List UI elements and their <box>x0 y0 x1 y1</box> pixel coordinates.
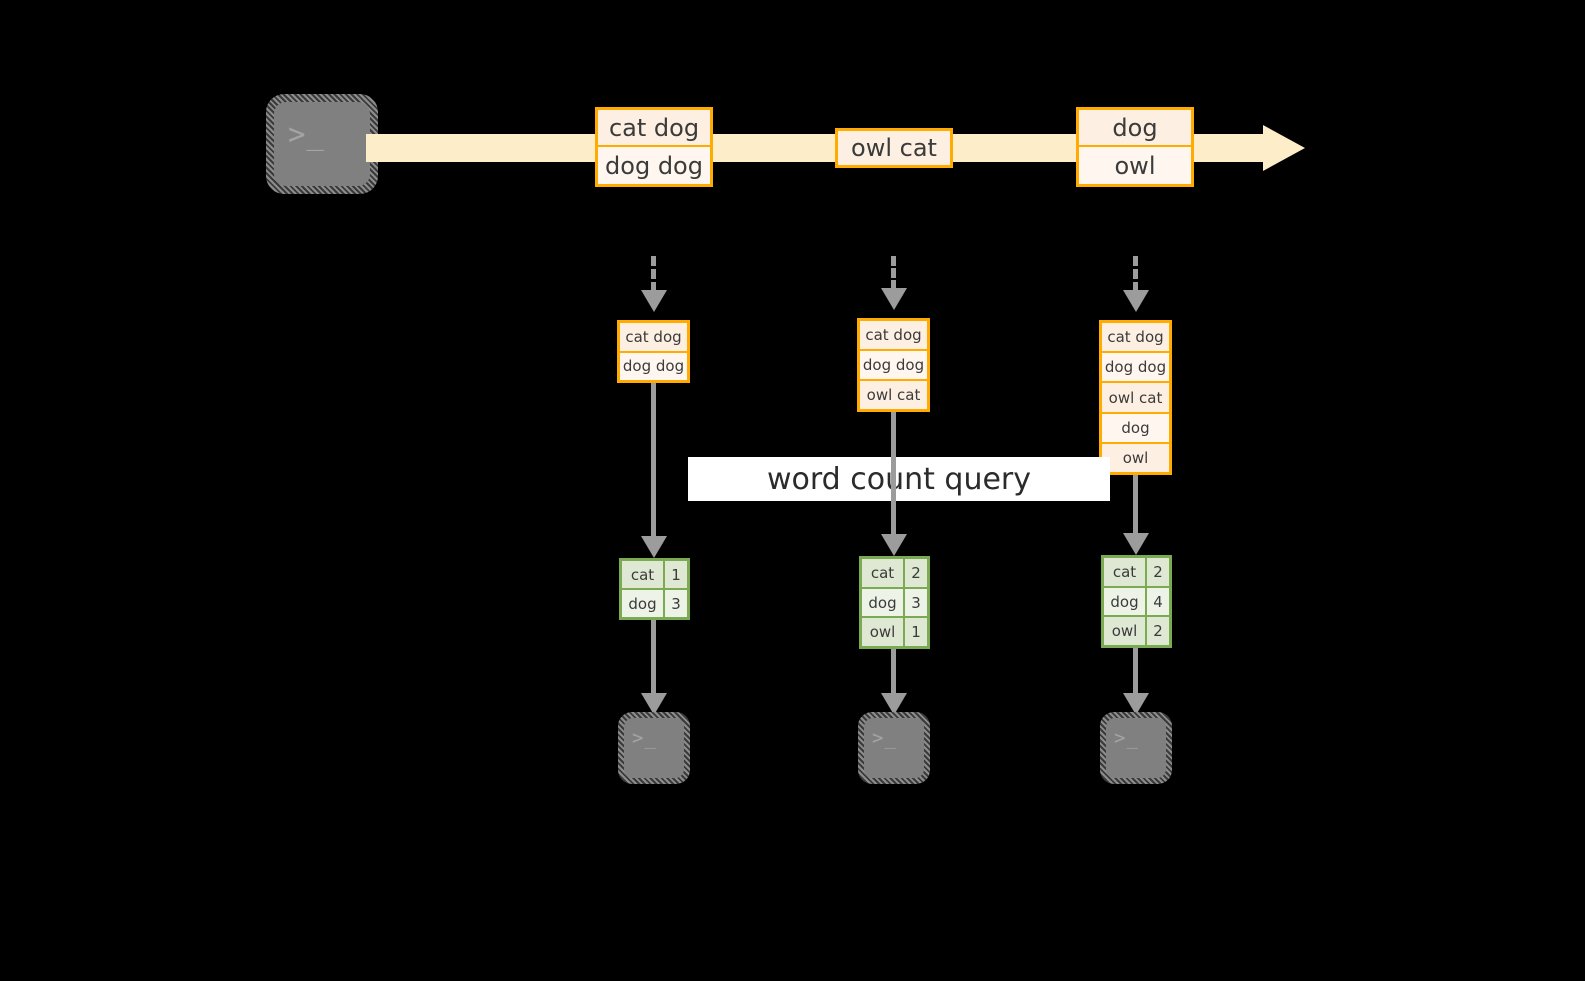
trigger-1-input-to-result-arrowhead <box>641 536 667 558</box>
trigger-2-result-table: cat 2 dog 3 owl 1 <box>859 556 930 649</box>
stream-batch-line: dog <box>1079 110 1191 147</box>
input-row: dog dog <box>1102 353 1169 384</box>
result-count: 1 <box>905 618 927 647</box>
result-word: cat <box>1104 558 1148 586</box>
sink-terminal-prompt: >_ <box>1114 727 1139 749</box>
input-row: owl cat <box>1102 383 1169 414</box>
trigger-1-stream-to-input-arrowhead <box>641 290 667 312</box>
table-row: owl 1 <box>862 618 927 647</box>
result-count: 2 <box>1147 617 1169 646</box>
result-count: 4 <box>1147 587 1169 616</box>
trigger-1-result-to-sink-arrowhead <box>641 693 667 715</box>
stream-batch-3: dog owl <box>1076 107 1194 187</box>
result-word: cat <box>862 559 906 587</box>
trigger-3-stream-to-input-arrowhead <box>1123 290 1149 312</box>
query-banner-label: word count query <box>766 461 1032 497</box>
result-word: dog <box>622 590 666 617</box>
trigger-2-sink-terminal-icon: >_ <box>858 712 930 784</box>
result-count: 3 <box>905 588 927 617</box>
input-row: dog dog <box>620 352 687 380</box>
trigger-3-input-to-result-arrowhead <box>1123 533 1149 555</box>
result-word: dog <box>1104 587 1148 616</box>
input-row: cat dog <box>860 321 927 351</box>
table-row: dog 3 <box>862 588 927 619</box>
result-count: 2 <box>1147 558 1169 586</box>
trigger-2-input-to-result-line <box>891 412 896 536</box>
stream-batch-line: owl cat <box>838 131 950 165</box>
input-row: owl cat <box>860 381 927 409</box>
result-word: dog <box>862 588 906 617</box>
input-row: dog <box>1102 413 1169 444</box>
input-row: dog dog <box>860 351 927 381</box>
stream-batch-2: owl cat <box>835 128 953 168</box>
stream-batch-line: owl <box>1079 147 1191 184</box>
trigger-2-stream-to-input-line <box>891 256 896 290</box>
trigger-1-stream-to-input-line <box>651 256 656 292</box>
trigger-1-input-table: cat dog dog dog <box>617 320 690 383</box>
trigger-1-input-to-result-line <box>651 383 656 538</box>
sink-terminal-prompt: >_ <box>872 727 897 749</box>
query-banner: word count query <box>688 457 1110 501</box>
input-row: cat dog <box>620 323 687 353</box>
input-row: cat dog <box>1102 323 1169 354</box>
table-row: dog 4 <box>1104 587 1169 618</box>
trigger-3-result-to-sink-arrowhead <box>1123 693 1149 715</box>
trigger-2-stream-to-input-arrowhead <box>881 288 907 310</box>
trigger-1-result-to-sink-line <box>651 620 656 695</box>
trigger-1-result-table: cat 1 dog 3 <box>619 558 690 620</box>
source-terminal-icon: >_ <box>266 94 378 194</box>
trigger-3-input-table: cat dog dog dog owl cat dog owl <box>1099 320 1172 475</box>
result-count: 3 <box>665 590 687 617</box>
stream-batch-line: dog dog <box>598 147 710 184</box>
result-word: owl <box>862 618 906 647</box>
trigger-3-input-to-result-line <box>1133 475 1138 535</box>
stream-batch-line: cat dog <box>598 110 710 147</box>
event-stream-arrowhead <box>1263 125 1305 171</box>
stream-batch-1: cat dog dog dog <box>595 107 713 187</box>
trigger-2-input-to-result-arrowhead <box>881 534 907 556</box>
source-terminal-prompt: >_ <box>288 117 325 151</box>
trigger-3-stream-to-input-line <box>1133 256 1138 292</box>
trigger-2-input-table: cat dog dog dog owl cat <box>857 318 930 412</box>
result-count: 2 <box>905 559 927 587</box>
result-word: cat <box>622 561 666 588</box>
trigger-3-result-to-sink-line <box>1133 648 1138 695</box>
trigger-3-sink-terminal-icon: >_ <box>1100 712 1172 784</box>
table-row: cat 2 <box>1104 558 1169 588</box>
trigger-2-result-to-sink-line <box>891 649 896 695</box>
table-row: dog 3 <box>622 590 687 617</box>
trigger-2-result-to-sink-arrowhead <box>881 693 907 715</box>
table-row: owl 2 <box>1104 617 1169 646</box>
result-word: owl <box>1104 617 1148 646</box>
trigger-3-result-table: cat 2 dog 4 owl 2 <box>1101 555 1172 648</box>
sink-terminal-prompt: >_ <box>632 727 657 749</box>
table-row: cat 1 <box>622 561 687 590</box>
result-count: 1 <box>665 561 687 588</box>
table-row: cat 2 <box>862 559 927 589</box>
trigger-1-sink-terminal-icon: >_ <box>618 712 690 784</box>
input-row: owl <box>1102 443 1169 473</box>
